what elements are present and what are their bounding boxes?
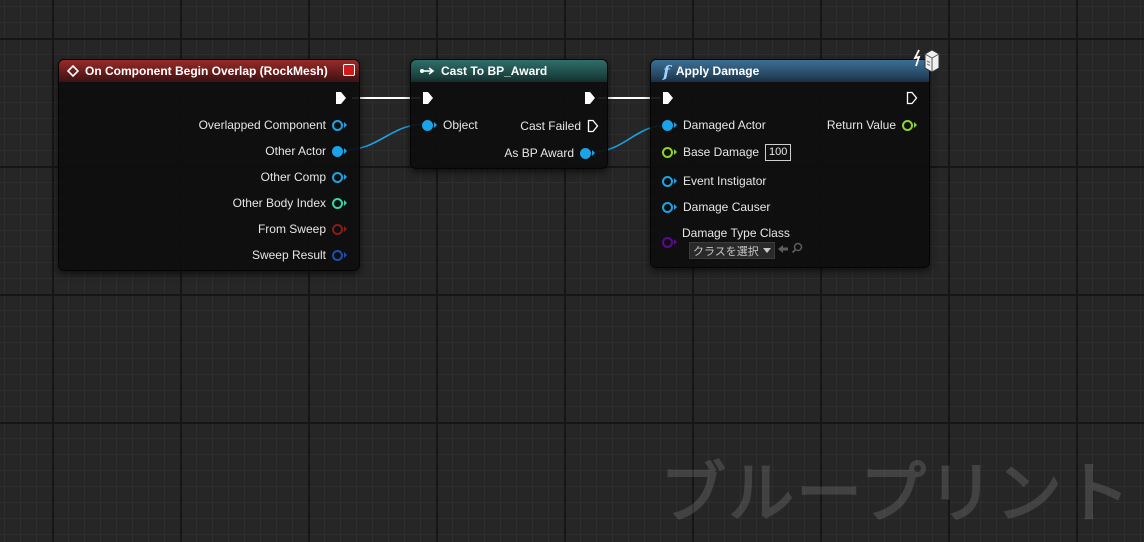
pin-arrow-icon — [344, 226, 347, 232]
float-pin-icon[interactable] — [902, 119, 913, 131]
pin-arrow-icon — [674, 204, 677, 210]
node-header[interactable]: Cast To BP_Award — [411, 60, 607, 82]
pin-label: Damage Causer — [683, 200, 771, 214]
pin-label: As BP Award — [504, 146, 574, 160]
cast-node-bp-award[interactable]: Cast To BP_Award Object Cast Failed As B… — [410, 59, 608, 169]
pin-row-cast-failed[interactable]: Cast Failed — [520, 117, 599, 135]
struct-pin-icon[interactable] — [332, 249, 343, 261]
pin-arrow-icon — [344, 252, 347, 258]
node-header[interactable]: On Component Begin Overlap (RockMesh) — [59, 60, 359, 82]
pin-arrow-icon — [674, 149, 677, 155]
pin-row-damaged-actor[interactable]: Damaged Actor — [662, 116, 766, 134]
function-icon: f — [663, 61, 670, 81]
exec-in-pin[interactable] — [422, 91, 434, 105]
pin-label: Other Actor — [265, 144, 326, 158]
pin-arrow-icon — [344, 148, 347, 154]
exec-out-pin[interactable] — [335, 91, 347, 105]
pin-row-as-bp-award[interactable]: As BP Award — [504, 144, 595, 162]
object-pin-icon[interactable] — [332, 145, 343, 157]
pin-arrow-icon — [434, 122, 437, 128]
use-selected-arrow-icon[interactable] — [777, 243, 789, 255]
class-select-value: クラスを選択 — [693, 245, 759, 258]
object-pin-icon[interactable] — [332, 171, 343, 183]
object-pin-icon[interactable] — [662, 201, 673, 213]
pin-label: Cast Failed — [520, 119, 581, 133]
object-pin-icon[interactable] — [662, 175, 673, 187]
node-title: Cast To BP_Award — [441, 64, 548, 78]
pin-row-other-actor[interactable]: Other Actor — [265, 142, 347, 160]
pin-arrow-icon — [674, 178, 677, 184]
node-title: On Component Begin Overlap (RockMesh) — [85, 64, 328, 78]
pin-label: Damage Type Class — [682, 226, 790, 240]
chevron-down-icon — [762, 248, 771, 253]
pin-arrow-icon — [914, 122, 917, 128]
pin-label: Sweep Result — [251, 248, 326, 262]
exec-in-pin[interactable] — [662, 91, 674, 105]
pin-label: Other Comp — [260, 170, 326, 184]
pin-row-other-comp[interactable]: Other Comp — [261, 168, 347, 186]
blueprint-watermark: ブループリント — [659, 455, 1132, 532]
pin-label: Return Value — [826, 118, 896, 132]
class-pin-icon[interactable] — [662, 236, 673, 248]
node-header[interactable]: f Apply Damage — [651, 60, 929, 82]
pin-row-return-value[interactable]: Return Value — [827, 116, 917, 134]
float-pin-icon[interactable] — [662, 146, 673, 158]
pin-arrow-icon — [344, 174, 347, 180]
pin-label: Damaged Actor — [683, 118, 766, 132]
pin-label: Event Instigator — [683, 174, 767, 188]
pin-row-other-body-index[interactable]: Other Body Index — [233, 194, 347, 212]
server-cube-icon — [913, 46, 941, 79]
event-diamond-icon — [67, 65, 79, 77]
bool-pin-icon[interactable] — [332, 223, 343, 235]
pin-label: Object — [443, 118, 478, 132]
object-pin-icon[interactable] — [422, 119, 433, 131]
object-pin-icon[interactable] — [580, 147, 591, 159]
pin-arrow-icon — [674, 239, 677, 245]
integer-pin-icon[interactable] — [332, 197, 343, 209]
browse-search-icon[interactable] — [791, 242, 803, 254]
pin-row-event-instigator[interactable]: Event Instigator — [662, 172, 766, 190]
function-node-apply-damage[interactable]: f Apply Damage Damaged Actor Return Valu… — [650, 49, 940, 268]
pin-arrow-icon — [344, 122, 347, 128]
event-node-on-component-begin-overlap[interactable]: On Component Begin Overlap (RockMesh) Ov… — [58, 59, 360, 271]
damage-type-class-label-row: Damage Type Class — [682, 224, 790, 242]
object-pin-icon[interactable] — [332, 119, 343, 131]
exec-out-hollow-pin[interactable] — [587, 119, 599, 133]
class-select-dropdown[interactable]: クラスを選択 — [689, 242, 775, 259]
pin-row-damage-causer[interactable]: Damage Causer — [662, 198, 770, 216]
cast-arrow-icon — [419, 66, 435, 76]
pin-label: Overlapped Component — [198, 118, 326, 132]
pin-arrow-icon — [344, 200, 347, 206]
pin-row-overlapped-component[interactable]: Overlapped Component — [199, 116, 347, 134]
pin-label: Base Damage — [683, 145, 760, 159]
base-damage-input[interactable]: 100 — [765, 143, 792, 161]
pin-row-base-damage[interactable]: Base Damage 100 — [662, 143, 792, 161]
pin-row-sweep-result[interactable]: Sweep Result — [252, 246, 347, 264]
pin-label: From Sweep — [257, 222, 326, 236]
pin-row-object[interactable]: Object — [422, 116, 478, 134]
pin-label: Other Body Index — [232, 196, 326, 210]
pin-arrow-icon — [674, 122, 677, 128]
exec-out-hollow-pin[interactable] — [906, 91, 918, 105]
pin-row-from-sweep[interactable]: From Sweep — [258, 220, 347, 238]
pin-row-damage-type-class[interactable] — [662, 233, 677, 251]
node-title: Apply Damage — [675, 64, 760, 78]
pin-arrow-icon — [592, 150, 595, 156]
object-pin-icon[interactable] — [662, 119, 673, 131]
exec-out-pin[interactable] — [584, 91, 596, 105]
close-square-icon[interactable] — [343, 64, 355, 76]
